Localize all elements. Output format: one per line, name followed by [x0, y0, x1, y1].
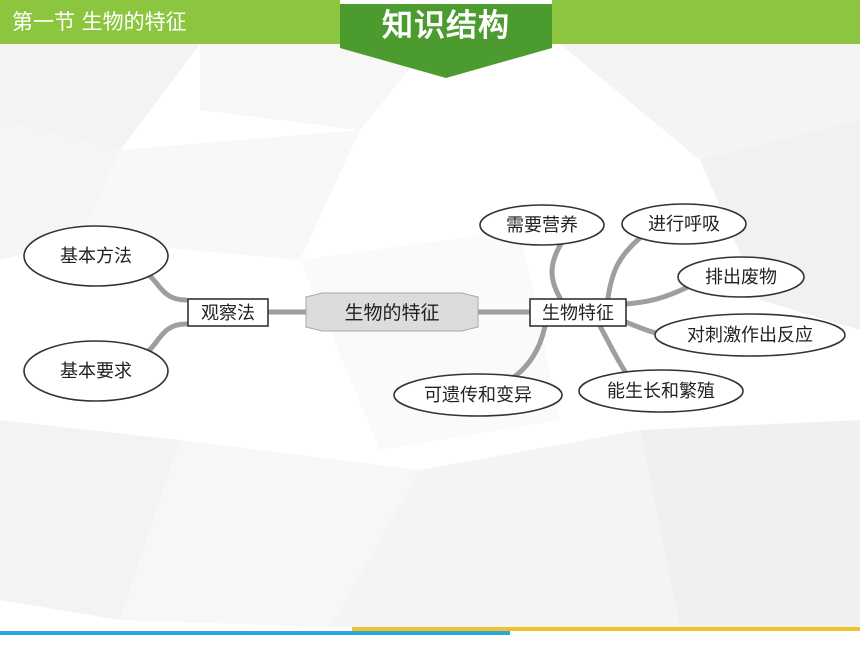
node-center[interactable]: 生物的特征 [305, 292, 479, 332]
connector-heredity [507, 323, 548, 383]
footer-accent-blue [0, 631, 510, 635]
connector-excretion [623, 283, 693, 307]
node-basic-requirement[interactable]: 基本要求 [23, 340, 169, 402]
connector-growth [597, 323, 631, 379]
node-label: 排出废物 [705, 267, 777, 288]
node-label: 观察法 [201, 303, 255, 324]
title-tab [340, 0, 552, 78]
node-nutrition[interactable]: 需要营养 [479, 204, 605, 246]
node-respiration[interactable]: 进行呼吸 [621, 203, 747, 245]
connector-nutrition [549, 239, 565, 301]
node-label: 对刺激作出反应 [687, 325, 813, 346]
footer-accent-yellow [352, 627, 860, 631]
node-heredity-variation[interactable]: 可遗传和变异 [393, 373, 563, 417]
node-growth-reproduction[interactable]: 能生长和繁殖 [578, 369, 744, 413]
node-label: 生物特征 [542, 303, 614, 324]
node-label: 可遗传和变异 [424, 385, 532, 406]
node-label: 进行呼吸 [648, 214, 720, 235]
node-life-features[interactable]: 生物特征 [529, 298, 627, 327]
node-label: 能生长和繁殖 [607, 380, 715, 402]
node-observation-method[interactable]: 观察法 [187, 298, 269, 327]
node-excretion[interactable]: 排出废物 [677, 256, 805, 298]
connector-respiration [605, 235, 643, 301]
center-label: 生物的特征 [344, 302, 439, 324]
tab-label: 知识结构 [382, 8, 510, 44]
node-stimulus-response[interactable]: 对刺激作出反应 [654, 313, 846, 357]
node-label: 需要营养 [506, 215, 578, 236]
section-title: 第一节 生物的特征 [12, 10, 187, 34]
node-basic-method[interactable]: 基本方法 [23, 225, 169, 287]
node-label: 基本方法 [60, 246, 132, 267]
node-label: 基本要求 [60, 361, 132, 382]
